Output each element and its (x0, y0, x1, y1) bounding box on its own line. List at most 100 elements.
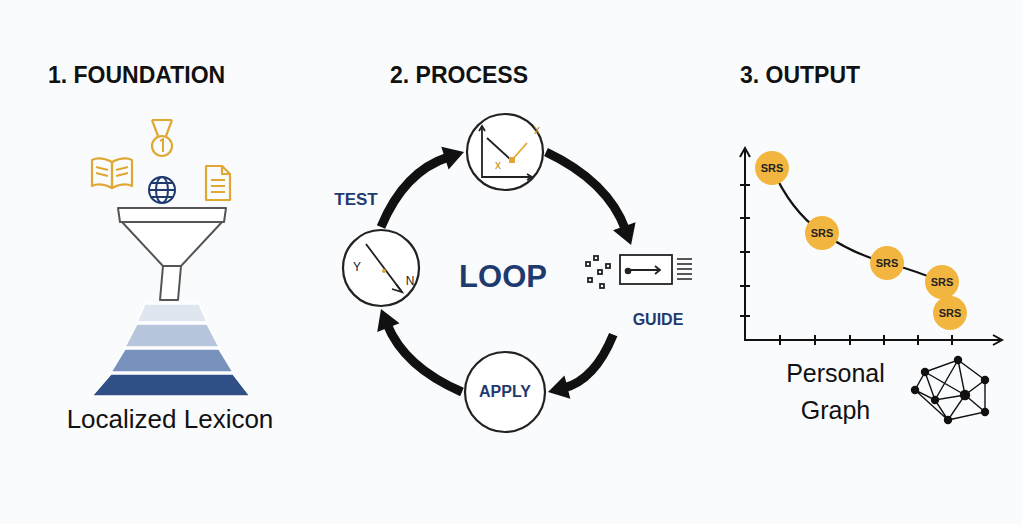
icon-part (343, 230, 419, 306)
icon-part (677, 259, 692, 279)
test-circle-outline (343, 230, 419, 306)
icon-part (160, 266, 181, 300)
icon-part (932, 397, 939, 404)
icon-part (160, 139, 163, 152)
srs-tag: SRS (939, 307, 962, 319)
arrow-head (548, 375, 570, 398)
icon-part (152, 136, 172, 156)
node-fill (925, 265, 959, 299)
icon-part (149, 183, 175, 197)
no-mark: N (406, 275, 415, 288)
icon-part (92, 158, 112, 188)
apply-circle-outline (465, 352, 545, 432)
srs-dot: SRS (925, 265, 959, 299)
guide-icon (586, 255, 692, 288)
icon-part (606, 264, 610, 268)
node-fill (933, 296, 967, 330)
icon-part (961, 391, 970, 400)
icon-part (586, 262, 590, 266)
icon-part (922, 369, 929, 376)
icon-part (465, 352, 545, 432)
icon-part (594, 256, 598, 260)
icon-part (620, 255, 672, 284)
icon-part (366, 244, 402, 292)
icon-part (509, 157, 515, 163)
icon-part (112, 158, 132, 188)
guide-icon-box: GUIDE (582, 248, 696, 332)
icon-part (740, 185, 750, 316)
icon-part (982, 409, 989, 416)
icon-part (392, 284, 402, 292)
loop-label: LOOP (443, 258, 563, 295)
loop-arrow (381, 147, 464, 227)
funnel-icon (118, 208, 226, 300)
book-icon (92, 158, 132, 188)
icon-part (125, 324, 219, 347)
yes-mark: Y (353, 261, 361, 274)
srs-dot: SRS (870, 246, 904, 280)
icon-part (467, 114, 543, 190)
icon-part (206, 166, 230, 200)
icon-part (982, 377, 989, 384)
icon-part (222, 166, 230, 174)
test-circle: TESTYN (343, 230, 419, 306)
loop-arrow (377, 309, 462, 392)
chart-circle-outline (467, 114, 543, 190)
network-icon (912, 357, 989, 424)
node-fill (870, 246, 904, 280)
srs-dot: SRS (755, 151, 789, 185)
icon-part (137, 304, 207, 322)
srs-tag: SRS (811, 227, 834, 239)
chart-icon (479, 126, 532, 180)
node-fill (805, 216, 839, 250)
arrow-head (377, 309, 399, 332)
srs-dot: SRS (933, 296, 967, 330)
icon-part (600, 284, 604, 288)
icon-part (740, 148, 1002, 345)
icon-part (945, 417, 952, 424)
step-label: APPLY (479, 383, 531, 401)
srs-tag: SRS (931, 276, 954, 288)
icon-part (122, 222, 222, 266)
icon-part (630, 266, 660, 274)
arrow-head (613, 222, 636, 245)
forgetting-curve (772, 168, 942, 282)
srs-dot: SRS (805, 216, 839, 250)
icon-part (912, 387, 919, 394)
step-label: TEST (334, 191, 377, 210)
arrow-shaft (381, 157, 449, 227)
icon-part (211, 180, 225, 192)
icon-part (152, 120, 172, 136)
marker-x: x (495, 159, 501, 172)
srs-tag: SRS (761, 162, 784, 174)
medal-icon (152, 120, 172, 156)
arrow-head (441, 147, 464, 170)
icon-part (780, 335, 952, 345)
globe-icon (149, 177, 175, 203)
arrow-shaft (546, 152, 626, 230)
icon-part (118, 208, 226, 222)
icon-part (487, 138, 511, 160)
section-heading: 1. FOUNDATION (48, 62, 288, 90)
icon-part (588, 278, 592, 282)
icon-part (382, 269, 386, 273)
apply-circle: APPLY (465, 352, 545, 432)
icon-part (149, 177, 175, 203)
document-icon (206, 166, 230, 200)
arrow-shaft (387, 324, 462, 392)
section-heading: 3. OUTPUT (740, 62, 960, 90)
arrow-shaft (564, 335, 614, 388)
loop-arrow (548, 335, 613, 399)
icon-part (955, 357, 962, 364)
foundation-caption: Localized Lexicon (40, 404, 300, 435)
chart-axes (740, 148, 1002, 345)
section-heading: 2. PROCESS (390, 62, 610, 90)
icon-part (626, 269, 631, 274)
loop-arrow (546, 152, 636, 245)
chart-circle: xx (467, 114, 543, 190)
output-caption: Personal Graph (768, 355, 903, 429)
icon-part (598, 270, 602, 274)
icon-part (96, 167, 128, 176)
icon-part (111, 349, 233, 372)
